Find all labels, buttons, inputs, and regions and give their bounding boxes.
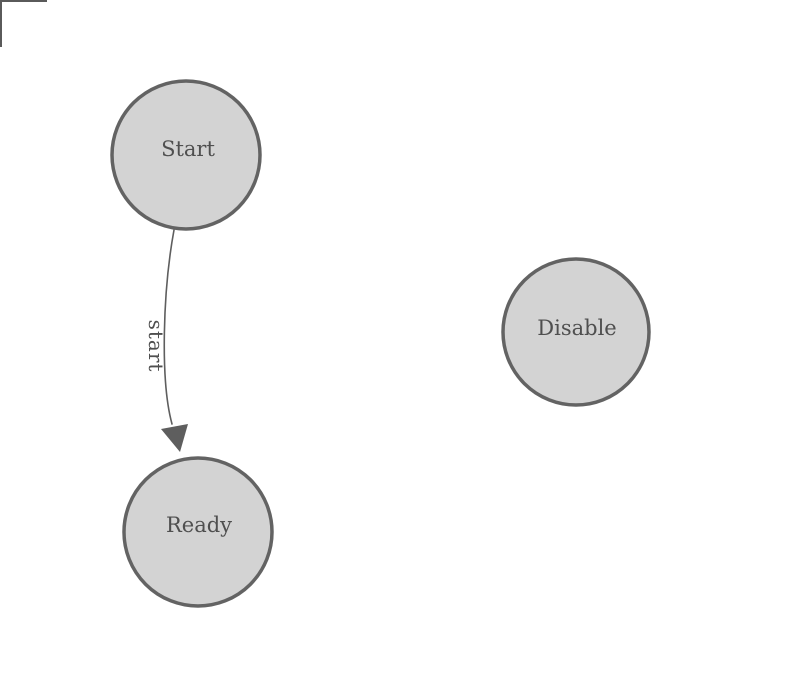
paper-corner-mark xyxy=(0,0,47,47)
node-ready[interactable]: Ready xyxy=(122,456,274,608)
node-ready-label: Ready xyxy=(166,513,232,537)
edge-label[interactable]: start xyxy=(144,320,168,373)
node-disable[interactable]: Disable xyxy=(501,257,651,407)
node-start-label: Start xyxy=(161,137,215,161)
edge-start-ready-line[interactable] xyxy=(163,229,175,425)
node-ready-circle[interactable] xyxy=(122,456,274,608)
node-disable-label: Disable xyxy=(537,316,616,340)
node-disable-circle[interactable] xyxy=(501,257,651,407)
edge-start-ready-group[interactable]: start xyxy=(144,229,188,452)
node-start-circle[interactable] xyxy=(110,79,262,231)
node-start[interactable]: Start xyxy=(110,79,262,231)
edge-arrowhead-icon[interactable] xyxy=(161,424,188,452)
